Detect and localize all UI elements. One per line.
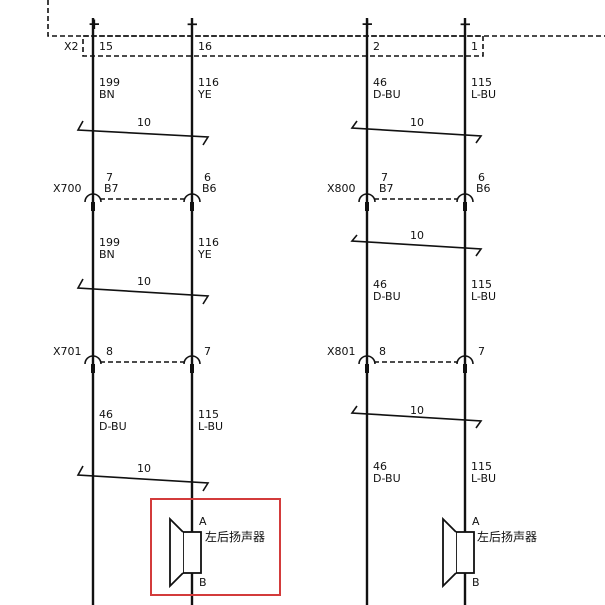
x801-pin-7: 7 <box>478 345 485 358</box>
right-seg3-pos-color: D-BU <box>373 472 401 485</box>
left-seg2-pos-num: 199 <box>99 236 120 249</box>
x800-neg-pin <box>463 202 467 211</box>
x2-pin-15: 15 <box>99 40 113 53</box>
x800-pos-pin <box>365 202 369 211</box>
x701-pin-8: 8 <box>106 345 113 358</box>
right-seg2-pos-num: 46 <box>373 278 387 291</box>
x701-label: X701 <box>53 345 82 358</box>
x2-label: X2 <box>64 40 79 53</box>
right-twisted-pair-3 <box>350 405 483 429</box>
left-seg1-pos-color: BN <box>99 88 115 101</box>
left-twisted-pair-2 <box>76 278 210 305</box>
left-twist3-label: 10 <box>137 462 151 475</box>
right-seg1-neg-color: L-BU <box>471 88 496 101</box>
x800-pin-6-cav: B6 <box>476 182 491 195</box>
left-seg1-neg-color: YE <box>197 88 212 101</box>
x800-pin-7-num: 7 <box>381 171 388 184</box>
x700-neg-pin <box>190 202 194 211</box>
right-twisted-pair-1 <box>350 120 483 144</box>
right-seg2-pos-color: D-BU <box>373 290 401 303</box>
highlight-box <box>150 498 281 596</box>
left-seg2-neg-color: YE <box>197 248 212 261</box>
x700-label: X700 <box>53 182 82 195</box>
left-speaker-pin-b: B <box>199 576 207 589</box>
right-seg3-pos-num: 46 <box>373 460 387 473</box>
right-speaker-pin-b: B <box>472 576 480 589</box>
right-seg2-neg-num: 115 <box>471 278 492 291</box>
left-twist1-label: 10 <box>137 116 151 129</box>
right-seg3-neg-num: 115 <box>471 460 492 473</box>
x800-pos-terminal <box>358 193 376 203</box>
x700-pin-6-num: 6 <box>204 171 211 184</box>
left-speaker-pin-a: A <box>199 515 207 528</box>
x700-neg-terminal <box>183 193 201 203</box>
x801-label: X801 <box>327 345 356 358</box>
right-seg2-neg-color: L-BU <box>471 290 496 303</box>
left-seg1-neg-num: 116 <box>198 76 219 89</box>
x701-neg-terminal <box>183 355 201 365</box>
module-outline <box>47 0 605 37</box>
x701-pos-terminal <box>84 355 102 365</box>
x700-pin-7-num: 7 <box>106 171 113 184</box>
polarity-plus-1: + <box>88 15 101 33</box>
x701-pos-pin <box>91 364 95 373</box>
right-seg1-pos-color: D-BU <box>373 88 401 101</box>
x701-neg-pin <box>190 364 194 373</box>
right-twist3-label: 10 <box>410 404 424 417</box>
x700-pos-terminal <box>84 193 102 203</box>
right-speaker-pin-a: A <box>472 515 480 528</box>
left-seg2-neg-num: 116 <box>198 236 219 249</box>
x700-pos-pin <box>91 202 95 211</box>
x2-pin-1: 1 <box>471 40 478 53</box>
x801-pos-pin <box>365 364 369 373</box>
left-seg3-neg-color: L-BU <box>198 420 223 433</box>
x701-pin-7: 7 <box>204 345 211 358</box>
left-twisted-pair-3 <box>76 465 210 492</box>
x700-pin-7-cav: B7 <box>104 182 119 195</box>
right-seg1-neg-num: 115 <box>471 76 492 89</box>
x2-connector-box <box>82 35 484 57</box>
x801-pos-terminal <box>358 355 376 365</box>
left-seg2-pos-color: BN <box>99 248 115 261</box>
left-twist2-label: 10 <box>137 275 151 288</box>
left-seg1-pos-num: 199 <box>99 76 120 89</box>
x2-pin-16: 16 <box>198 40 212 53</box>
x801-neg-terminal <box>456 355 474 365</box>
right-twist1-label: 10 <box>410 116 424 129</box>
right-seg1-pos-num: 46 <box>373 76 387 89</box>
right-speaker-cone <box>442 516 457 589</box>
x800-label: X800 <box>327 182 356 195</box>
right-twist2-label: 10 <box>410 229 424 242</box>
x801-neg-pin <box>463 364 467 373</box>
x801-pin-8: 8 <box>379 345 386 358</box>
x700-pin-6-cav: B6 <box>202 182 217 195</box>
left-twisted-pair-1 <box>76 120 210 146</box>
right-speaker-magnet <box>455 531 475 574</box>
x800-pin-6-num: 6 <box>478 171 485 184</box>
left-speaker-label: 左后扬声器 <box>205 529 265 544</box>
x2-pin-2: 2 <box>373 40 380 53</box>
left-seg3-pos-num: 46 <box>99 408 113 421</box>
x800-neg-terminal <box>456 193 474 203</box>
right-speaker-label: 左后扬声器 <box>477 529 537 544</box>
left-seg3-neg-num: 115 <box>198 408 219 421</box>
left-seg3-pos-color: D-BU <box>99 420 127 433</box>
right-twisted-pair-2 <box>350 234 483 257</box>
x800-pin-7-cav: B7 <box>379 182 394 195</box>
right-seg3-neg-color: L-BU <box>471 472 496 485</box>
left-speaker-magnet <box>182 531 202 574</box>
left-speaker-cone <box>169 516 184 589</box>
